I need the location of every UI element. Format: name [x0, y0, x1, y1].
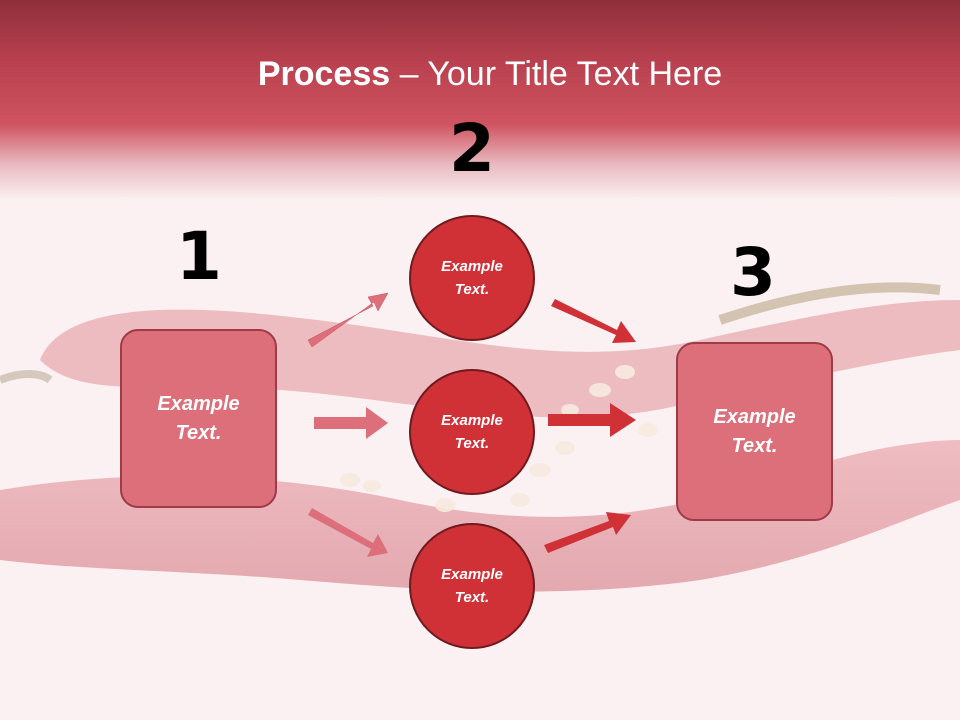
arrow-left-to-bottom [308, 508, 388, 557]
background-seeds [340, 365, 658, 512]
title-bold-part: Process [257, 55, 391, 93]
background-pepper-stem [718, 282, 941, 325]
step-number-2: 2 [449, 110, 495, 187]
right-node-text: Example Text. [713, 405, 796, 457]
arrow-left-to-middle [314, 407, 388, 439]
background-pepper-left-stem [0, 370, 53, 384]
right-node-box[interactable]: Example Text. [676, 342, 833, 521]
top-node-circle[interactable]: Example Text. [409, 215, 535, 341]
header-band [0, 0, 960, 200]
left-node-text: Example Text. [157, 392, 240, 444]
title-rest: – Your Title Text Here [390, 55, 723, 93]
step-number-1: 1 [176, 218, 222, 295]
slide-title: Process – Your Title Text Here [0, 52, 960, 96]
bottom-node-text: Example Text. [441, 566, 503, 606]
arrow-bottom-to-right [544, 512, 631, 553]
background-pepper-lower [0, 440, 960, 592]
arrow-left-to-top [307, 292, 389, 348]
step-number-3: 3 [730, 234, 776, 311]
middle-node-text: Example Text. [441, 412, 503, 452]
left-node-box[interactable]: Example Text. [120, 329, 277, 508]
middle-node-circle[interactable]: Example Text. [409, 369, 535, 495]
arrow-middle-to-right [548, 403, 636, 437]
arrow-top-to-right [551, 299, 636, 343]
bottom-node-circle[interactable]: Example Text. [409, 523, 535, 649]
top-node-text: Example Text. [441, 258, 503, 298]
